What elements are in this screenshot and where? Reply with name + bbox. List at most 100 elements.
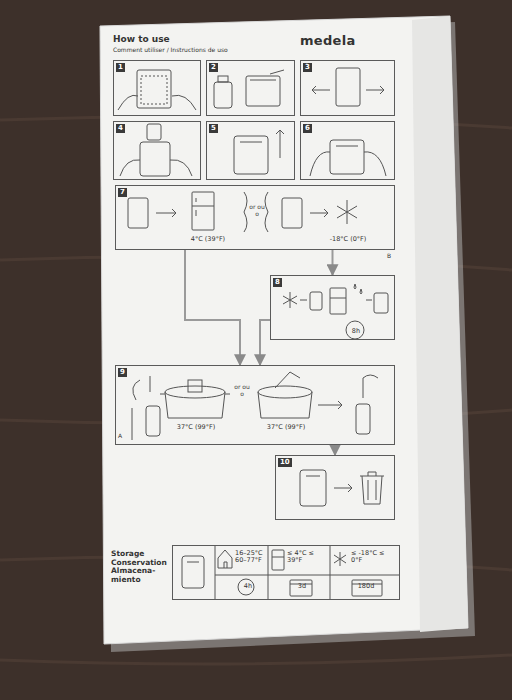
title: How to use bbox=[113, 34, 170, 44]
storage-table-drawing bbox=[352, 580, 382, 596]
or-word: or ou o bbox=[249, 204, 265, 218]
time-limit: 8h bbox=[346, 326, 366, 336]
step-drawings bbox=[310, 209, 328, 217]
flow-arrow bbox=[260, 320, 270, 365]
step-drawings bbox=[146, 406, 160, 436]
step-drawings bbox=[258, 392, 312, 418]
step-drawings bbox=[160, 392, 230, 418]
time-limit: 4h bbox=[240, 583, 256, 590]
step-number: 10 bbox=[278, 458, 292, 467]
step-drawings bbox=[282, 198, 302, 228]
flow-arrow bbox=[334, 445, 336, 455]
storage-table-drawing bbox=[187, 562, 199, 563]
step-drawings bbox=[214, 82, 232, 108]
step-panel: 3 bbox=[300, 60, 395, 116]
flow-arrow bbox=[185, 250, 240, 365]
temperature: 37°C (99°F) bbox=[256, 424, 316, 431]
step-drawings bbox=[275, 372, 300, 388]
temperature: ≤ -18°C ≤ 0°F bbox=[351, 550, 397, 565]
step-drawings bbox=[140, 142, 170, 176]
step-drawings bbox=[118, 68, 388, 506]
step-number: 2 bbox=[209, 63, 218, 72]
step-number: 3 bbox=[303, 63, 312, 72]
step-panel: 2 bbox=[206, 60, 295, 116]
step-number: 4 bbox=[116, 124, 125, 133]
time-limit: 180d bbox=[354, 583, 378, 590]
storage-table-drawing bbox=[182, 545, 400, 600]
step-drawings bbox=[258, 386, 312, 398]
step-drawings bbox=[137, 70, 171, 108]
step-drawings bbox=[188, 380, 202, 392]
step-drawings bbox=[306, 476, 320, 477]
path-letter: B bbox=[387, 252, 391, 259]
temperature: 37°C (99°F) bbox=[166, 424, 226, 431]
step-drawings bbox=[132, 376, 150, 440]
storage-table-drawing bbox=[334, 552, 346, 566]
step-number: 7 bbox=[118, 188, 127, 197]
step-drawings bbox=[310, 146, 386, 176]
flow-arrow bbox=[332, 250, 334, 275]
step-panel: 10 bbox=[275, 455, 395, 520]
step-number: 5 bbox=[209, 124, 218, 133]
step-number: 8 bbox=[273, 278, 282, 287]
step-number: 6 bbox=[303, 124, 312, 133]
temperature: -18°C (0°F) bbox=[316, 236, 380, 243]
step-number: 1 bbox=[116, 63, 125, 72]
time-limit: 3d bbox=[294, 583, 310, 590]
step-panel: 4 bbox=[113, 121, 201, 180]
storage-table-drawing bbox=[182, 556, 204, 588]
step-drawings bbox=[300, 470, 326, 506]
step-drawings bbox=[330, 140, 364, 174]
storage-table-drawing bbox=[272, 557, 284, 558]
step-drawings bbox=[283, 292, 307, 308]
step-drawings bbox=[334, 484, 352, 492]
temperature: 4°C (39°F) bbox=[178, 236, 238, 243]
step-panel: 8 8h bbox=[270, 275, 395, 340]
step-drawings bbox=[141, 76, 167, 104]
milk-bag bbox=[100, 16, 475, 652]
step-drawings bbox=[156, 209, 176, 217]
step-drawings bbox=[240, 130, 284, 158]
step-drawings bbox=[312, 86, 384, 94]
step-drawings bbox=[147, 124, 161, 140]
step-drawings bbox=[330, 298, 346, 299]
temperature: ≤ 4°C ≤ 39°F bbox=[287, 550, 327, 565]
path-letter: A bbox=[118, 432, 122, 439]
step-drawings bbox=[354, 284, 372, 300]
step-drawings bbox=[374, 293, 388, 313]
step-drawings bbox=[218, 76, 228, 82]
step-drawings bbox=[128, 198, 148, 228]
step-drawings bbox=[318, 401, 342, 409]
step-panel: 5 bbox=[206, 121, 295, 180]
step-drawings bbox=[330, 288, 346, 314]
step-drawings bbox=[120, 160, 192, 176]
milk-bag bbox=[412, 16, 468, 632]
storage-table-drawing bbox=[272, 550, 284, 570]
step-drawings bbox=[118, 95, 196, 110]
step-drawings bbox=[310, 292, 322, 310]
brand-logo: medela bbox=[300, 33, 356, 48]
step-drawings bbox=[250, 70, 284, 80]
storage-table: Storage Conservation Almacena-miento16–2… bbox=[172, 545, 400, 600]
storage-heading: Storage Conservation Almacena-miento bbox=[111, 550, 169, 585]
step-panel: 9 37°C (99°F) or ou o 37°C (99°F) bbox=[115, 365, 395, 445]
step-drawings bbox=[360, 472, 384, 504]
step-drawings bbox=[337, 200, 357, 224]
temperature: 16–25°C 60–77°F bbox=[235, 550, 275, 565]
step-drawings bbox=[363, 375, 378, 398]
storage-table-drawing bbox=[215, 545, 400, 600]
step-panel: 1 bbox=[113, 60, 201, 116]
milk-bag bbox=[100, 16, 468, 644]
step-number: 9 bbox=[118, 368, 127, 377]
step-panel: 7 4°C (39°F) or ou o -18°C (0°F) bbox=[115, 185, 395, 250]
step-drawings bbox=[356, 404, 370, 434]
storage-table-drawing bbox=[218, 550, 232, 568]
step-drawings bbox=[192, 198, 214, 216]
storage-table-drawing bbox=[290, 580, 312, 596]
or-word: or ou o bbox=[234, 384, 250, 398]
